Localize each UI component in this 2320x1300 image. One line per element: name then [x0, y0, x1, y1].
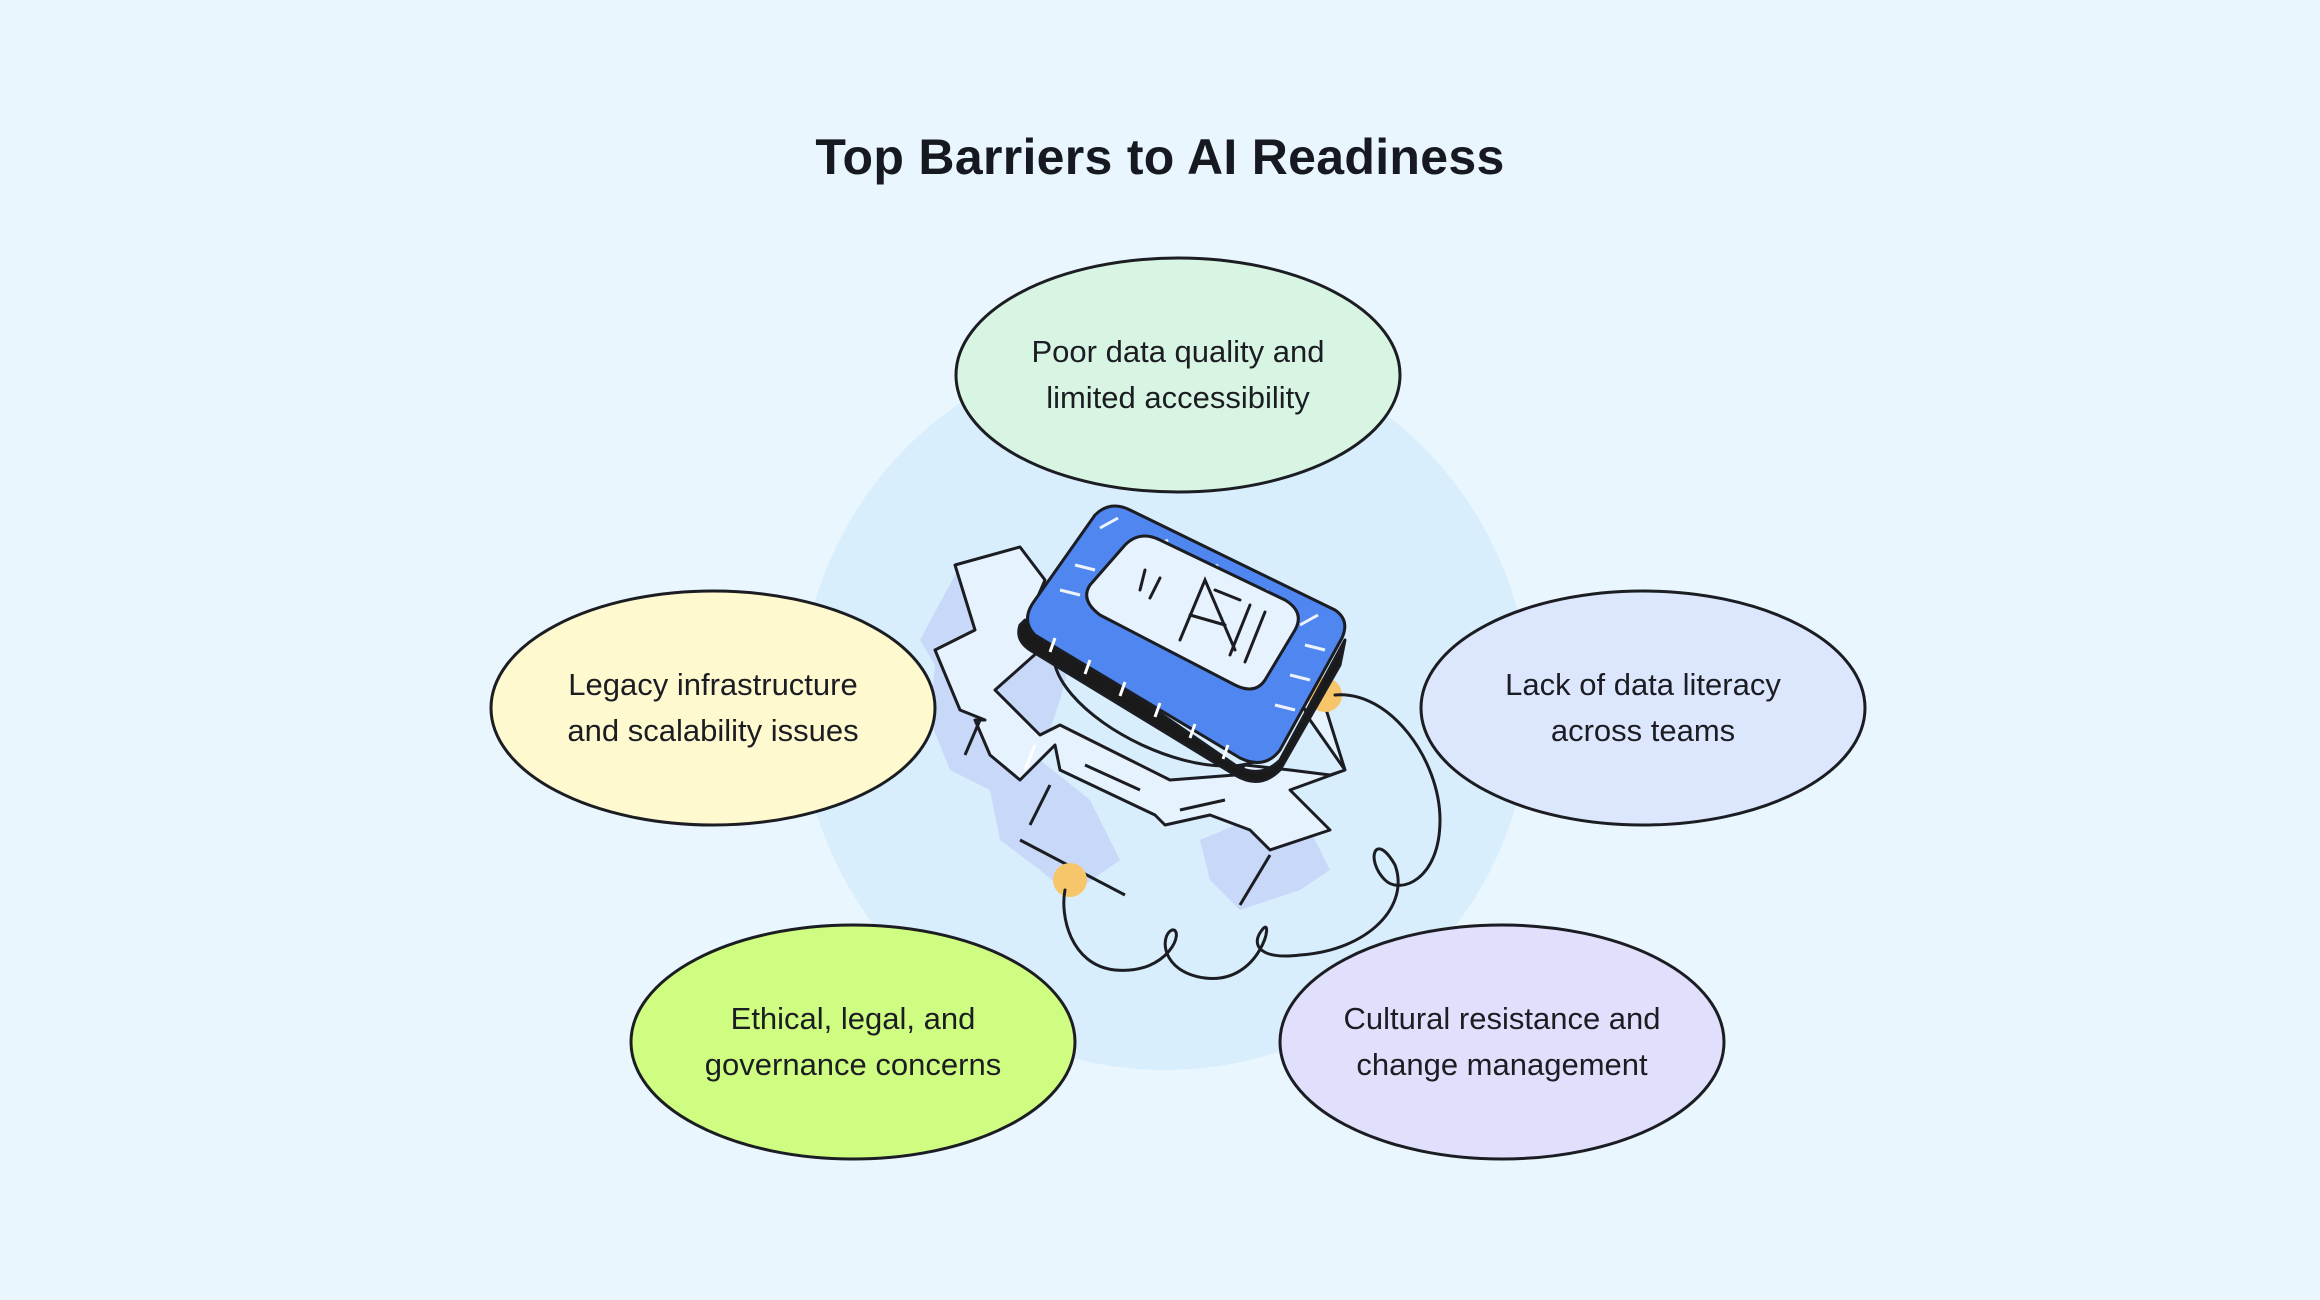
barrier-label-line: and scalability issues: [567, 713, 859, 748]
barrier-label-legacy: Legacy infrastructure and scalability iss…: [513, 662, 913, 754]
barrier-label-line: Poor data quality and: [1031, 334, 1325, 369]
page-title: Top Barriers to AI Readiness: [815, 129, 1505, 185]
barrier-label-literacy: Lack of data literacy across teams: [1443, 662, 1843, 754]
connector-dot: [1053, 863, 1087, 897]
barrier-label-data-quality: Poor data quality and limited accessibili…: [978, 329, 1378, 421]
barrier-bubble-literacy: [1419, 589, 1867, 827]
barrier-label-line: Ethical, legal, and: [730, 1001, 976, 1036]
barrier-label-line: across teams: [1550, 713, 1736, 748]
barrier-label-ethics: Ethical, legal, and governance concerns: [653, 996, 1053, 1088]
barrier-bubble-ethics: [629, 923, 1077, 1161]
barrier-bubble-culture: [1278, 923, 1726, 1161]
barrier-label-line: Legacy infrastructure: [568, 667, 858, 702]
barrier-label-line: limited accessibility: [1046, 380, 1310, 415]
barrier-label-line: change management: [1356, 1047, 1648, 1082]
ai-chip-gear-icon: [920, 504, 1442, 980]
barrier-label-culture: Cultural resistance and change management: [1302, 996, 1702, 1088]
chip-side: [1017, 618, 1347, 783]
barrier-label-line: Lack of data literacy: [1505, 667, 1781, 702]
barrier-bubbles: [489, 256, 1867, 1161]
barrier-label-line: governance concerns: [704, 1047, 1002, 1082]
cable: [1062, 693, 1442, 980]
barrier-label-line: Cultural resistance and: [1343, 1001, 1661, 1036]
barrier-bubble-legacy: [489, 589, 937, 827]
barrier-bubble-data-quality: [954, 256, 1402, 494]
